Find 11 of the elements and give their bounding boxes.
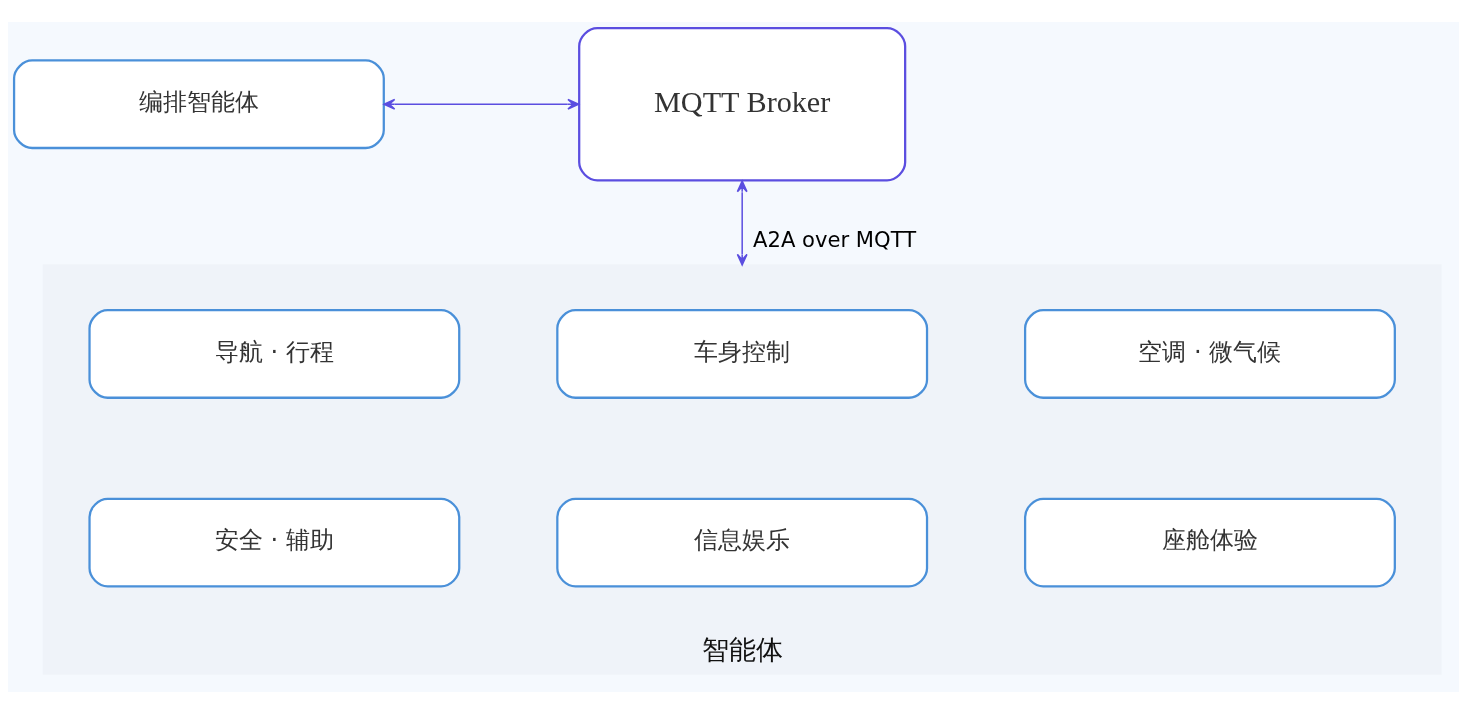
node-box: MQTT Broker — [578, 26, 907, 182]
node-box: 编排智能体 — [12, 58, 385, 149]
node-box: 座舱体验 — [1024, 497, 1396, 587]
node-box: 信息娱乐 — [556, 497, 929, 587]
node-box: 导航 · 行程 — [88, 308, 461, 399]
node-box: 车身控制 — [556, 308, 929, 399]
node-box: 空调 · 微气候 — [1024, 308, 1396, 399]
node-box: 安全 · 辅助 — [88, 497, 461, 587]
arrow — [383, 98, 580, 110]
arrow — [736, 179, 748, 266]
edge-label: A2A over MQTT — [753, 226, 917, 252]
